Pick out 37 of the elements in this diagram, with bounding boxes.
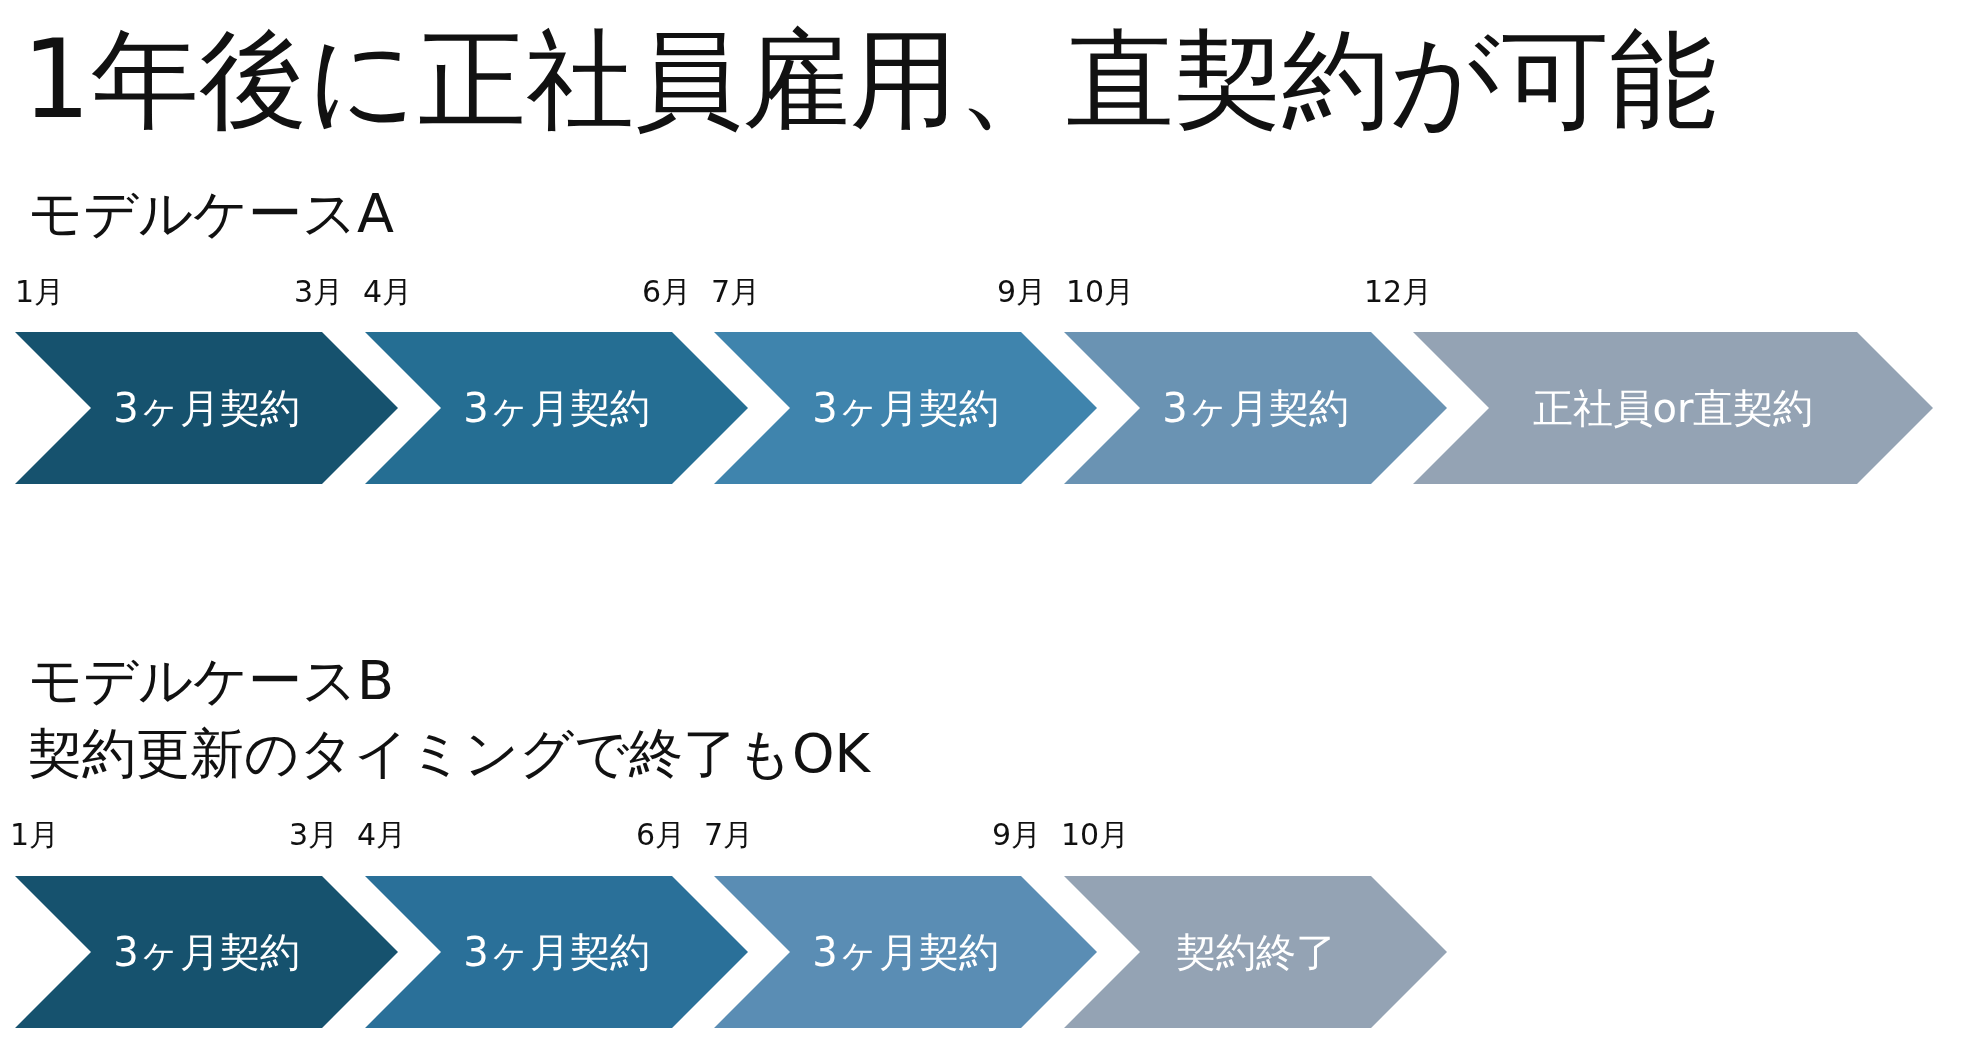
month-label: 10月 xyxy=(1061,816,1130,854)
step-label: 正社員or直契約 xyxy=(1531,383,1815,433)
title: 1年後に正社員雇用、直契約が可能 xyxy=(22,16,1717,144)
month-label: 6月 xyxy=(636,816,686,854)
month-label: 4月 xyxy=(357,816,407,854)
step-label: 3ヶ月契約 xyxy=(462,383,651,433)
month-label: 9月 xyxy=(992,816,1042,854)
chevron-step xyxy=(365,332,748,484)
month-label: 6月 xyxy=(642,273,692,311)
month-label: 10月 xyxy=(1066,273,1135,311)
step-label: 契約終了 xyxy=(1174,927,1337,977)
step-label: 3ヶ月契約 xyxy=(811,383,1000,433)
case-heading: モデルケースA xyxy=(28,181,394,247)
chevron-step xyxy=(365,876,748,1028)
chevron-step xyxy=(15,876,398,1028)
month-label: 9月 xyxy=(997,273,1047,311)
month-label: 3月 xyxy=(289,816,339,854)
month-label: 7月 xyxy=(711,273,761,311)
month-label: 1月 xyxy=(10,816,60,854)
month-label: 7月 xyxy=(704,816,754,854)
chevron-step xyxy=(1064,332,1447,484)
month-label: 1月 xyxy=(15,273,65,311)
step-label: 3ヶ月契約 xyxy=(1161,383,1350,433)
case-note: 契約更新のタイミングで終了もOK xyxy=(28,721,870,787)
month-label: 3月 xyxy=(294,273,344,311)
month-label: 4月 xyxy=(363,273,413,311)
case-heading: モデルケースB xyxy=(28,648,395,714)
step-label: 3ヶ月契約 xyxy=(811,927,1000,977)
step-label: 3ヶ月契約 xyxy=(462,927,651,977)
month-label: 12月 xyxy=(1364,273,1433,311)
chevron-step xyxy=(714,332,1097,484)
chevron-step xyxy=(1064,876,1447,1028)
chevron-step xyxy=(1413,332,1933,484)
chevron-step xyxy=(15,332,398,484)
step-label: 3ヶ月契約 xyxy=(112,383,301,433)
chevron-step xyxy=(714,876,1097,1028)
step-label: 3ヶ月契約 xyxy=(112,927,301,977)
